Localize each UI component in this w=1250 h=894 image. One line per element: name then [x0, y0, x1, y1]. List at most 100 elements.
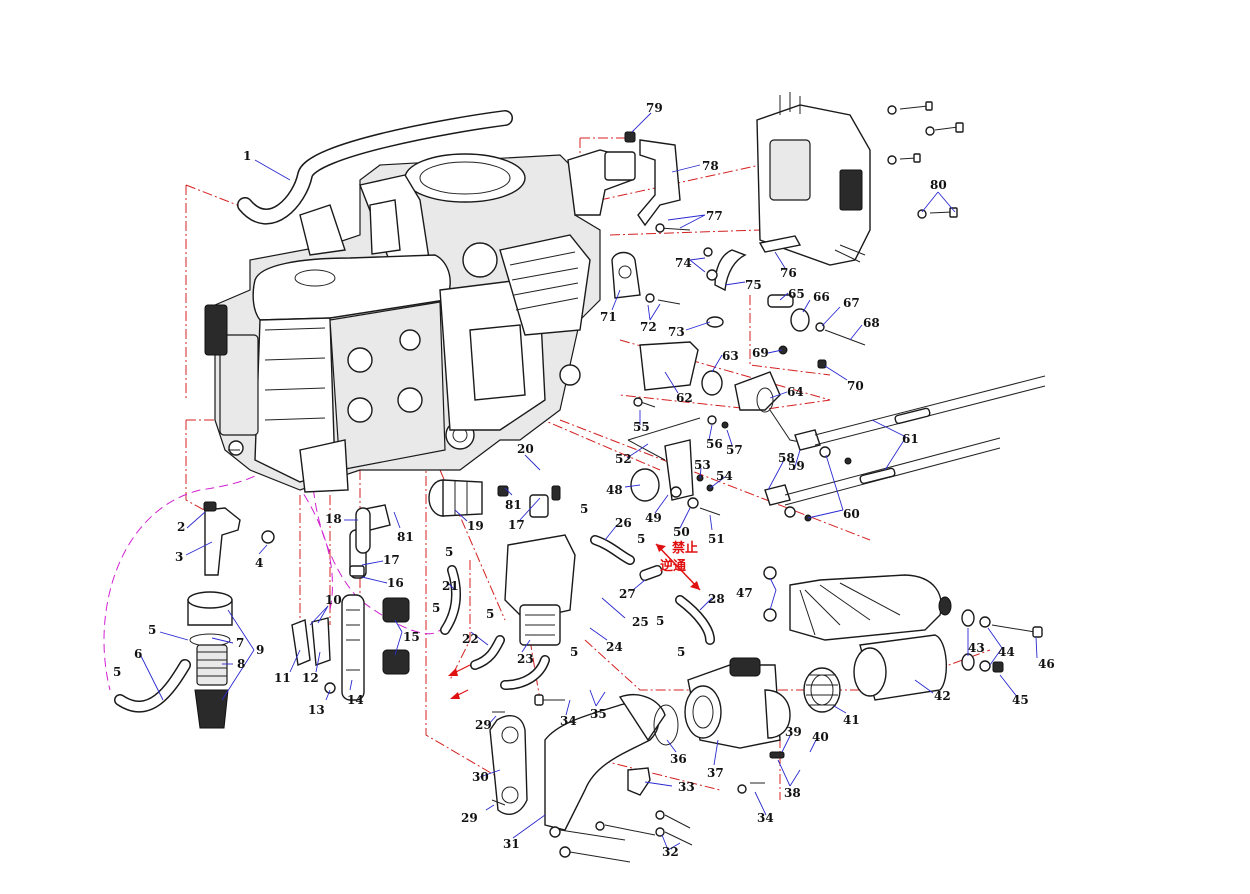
- callout-80: 80: [930, 178, 947, 192]
- callout-33: 33: [678, 780, 695, 794]
- callout-19: 19: [467, 519, 484, 533]
- callout-28: 28: [708, 592, 725, 606]
- throttle-body: [684, 657, 791, 759]
- callout-5: 5: [570, 645, 578, 659]
- callout-47: 47: [736, 586, 753, 600]
- callout-74: 74: [675, 256, 692, 270]
- callout-51: 51: [708, 532, 725, 546]
- callout-36: 36: [670, 752, 687, 766]
- callout-53: 53: [694, 458, 711, 472]
- throttle-cables: [784, 375, 1046, 506]
- callout-59: 59: [788, 459, 805, 473]
- callout-67: 67: [843, 296, 860, 310]
- callout-30: 30: [472, 770, 489, 784]
- callout-8: 8: [237, 657, 245, 671]
- callout-25: 25: [632, 615, 649, 629]
- callout-41: 41: [843, 713, 860, 727]
- callout-17: 17: [508, 518, 525, 532]
- callout-46: 46: [1038, 657, 1055, 671]
- callout-69: 69: [752, 346, 769, 360]
- callout-66: 66: [813, 290, 830, 304]
- callout-3: 3: [175, 550, 183, 564]
- callout-27: 27: [619, 587, 636, 601]
- callout-63: 63: [722, 349, 739, 363]
- callout-2: 2: [177, 520, 185, 534]
- fasteners-right: [961, 609, 1043, 673]
- callout-48: 48: [606, 483, 623, 497]
- callout-39: 39: [785, 725, 802, 739]
- fuel-filter-assembly: [114, 501, 275, 729]
- callout-70: 70: [847, 379, 864, 393]
- sensor-brackets: [604, 131, 802, 328]
- callout-57: 57: [726, 443, 743, 457]
- callout-31: 31: [503, 837, 520, 851]
- callout-5: 5: [486, 607, 494, 621]
- warning-text-line-1: 禁止: [672, 540, 698, 556]
- callout-76: 76: [780, 266, 797, 280]
- callout-56: 56: [706, 437, 723, 451]
- assembly-lines: [185, 137, 991, 800]
- callout-5: 5: [580, 502, 588, 516]
- fasteners-bottom: [491, 694, 765, 863]
- warning-text-line-2: 逆通: [660, 558, 686, 574]
- fuel-hoses: [355, 507, 715, 690]
- fuel-pump-assembly: [358, 479, 576, 646]
- callout-42: 42: [934, 689, 951, 703]
- callout-71: 71: [600, 310, 617, 324]
- callout-11: 11: [274, 671, 291, 685]
- callout-81: 81: [505, 498, 522, 512]
- callout-1: 1: [243, 149, 251, 163]
- callout-5: 5: [148, 623, 156, 637]
- callout-5: 5: [445, 545, 453, 559]
- callout-40: 40: [812, 730, 829, 744]
- callout-15: 15: [403, 630, 420, 644]
- callout-10: 10: [325, 593, 342, 607]
- callout-7: 7: [236, 636, 244, 650]
- fuel-rail-assembly: [291, 529, 410, 701]
- intake-manifold: [489, 694, 679, 831]
- callout-32: 32: [662, 845, 679, 859]
- callout-numbers: 1 2 3 4 5 5 5 5 5 5 5 5 5 5 6 7 8 9 10 1…: [113, 101, 1055, 859]
- leader-lines: [139, 112, 1038, 851]
- callout-79: 79: [646, 101, 663, 115]
- callout-38: 38: [784, 786, 801, 800]
- callout-52: 52: [615, 452, 632, 466]
- callout-72: 72: [640, 320, 657, 334]
- callout-26: 26: [615, 516, 632, 530]
- callout-12: 12: [302, 671, 319, 685]
- no-reverse-flow-marker: 禁止 逆通: [448, 540, 701, 699]
- callout-13: 13: [308, 703, 325, 717]
- callout-21: 21: [442, 579, 459, 593]
- callout-45: 45: [1012, 693, 1029, 707]
- callout-5: 5: [677, 645, 685, 659]
- callout-23: 23: [517, 652, 534, 666]
- callout-16: 16: [387, 576, 404, 590]
- callout-17: 17: [383, 553, 400, 567]
- callout-50: 50: [673, 525, 690, 539]
- callout-4: 4: [255, 556, 263, 570]
- callout-5: 5: [432, 601, 440, 615]
- throttle-linkage: [627, 294, 866, 522]
- callout-29: 29: [461, 811, 478, 825]
- callout-22: 22: [462, 632, 479, 646]
- callout-20: 20: [517, 442, 534, 456]
- callout-35: 35: [590, 707, 607, 721]
- callout-61: 61: [902, 432, 919, 446]
- callout-58: 58: [778, 451, 795, 465]
- callout-43: 43: [968, 641, 985, 655]
- air-intake-silencer: [763, 566, 952, 713]
- breather-hose-1: [237, 110, 513, 225]
- callout-24: 24: [606, 640, 623, 654]
- callout-77: 77: [706, 209, 723, 223]
- callout-65: 65: [788, 287, 805, 301]
- callout-68: 68: [863, 316, 880, 330]
- callout-18: 18: [325, 512, 342, 526]
- callout-55: 55: [633, 420, 650, 434]
- callout-37: 37: [707, 766, 724, 780]
- callout-44: 44: [998, 645, 1015, 659]
- callout-34: 34: [560, 714, 577, 728]
- callout-54: 54: [716, 469, 733, 483]
- callout-78: 78: [702, 159, 719, 173]
